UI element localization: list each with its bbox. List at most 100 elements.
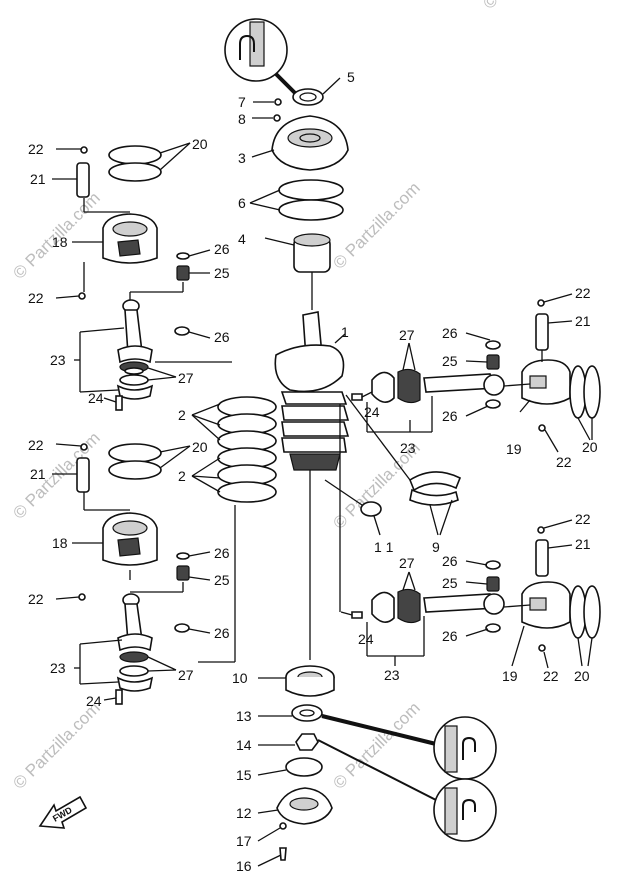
callout-19: 19 (502, 668, 518, 684)
hook-detail-icon (239, 34, 255, 60)
callout-22: 22 (28, 141, 44, 157)
callout-12: 12 (236, 805, 252, 821)
pin-detail-icon (444, 725, 458, 773)
ring-20 (108, 145, 162, 165)
callout-1: 1 (341, 324, 349, 340)
bolt-24 (351, 611, 363, 619)
piston-ring-2 (217, 481, 277, 503)
callout-23: 23 (400, 440, 416, 456)
clip-22 (80, 146, 88, 154)
clip-22 (80, 443, 88, 451)
callout-23: 23 (384, 667, 400, 683)
callout-26: 26 (442, 553, 458, 569)
washer-26 (174, 623, 190, 633)
callout-21: 21 (575, 536, 591, 552)
bearing-27 (119, 374, 149, 386)
callout-18: 18 (52, 535, 68, 551)
bolt-24 (115, 689, 123, 705)
callout-2-upper: 2 (178, 407, 186, 423)
hook-detail-icon (462, 798, 476, 820)
piston-pin-21 (76, 162, 90, 198)
bearing-27 (397, 588, 421, 624)
callout-24: 24 (88, 390, 104, 406)
oil-seal-5 (292, 88, 324, 106)
callout-labels: 5 7 8 3 6 4 1 2 2 1 1 9 10 13 14 15 12 1… (28, 69, 598, 874)
washer-26 (485, 560, 501, 570)
bolt-7 (274, 98, 282, 106)
callout-10: 10 (232, 670, 248, 686)
needle-bearing-25 (486, 354, 500, 370)
ring-20 (108, 443, 162, 463)
callout-25: 25 (214, 572, 230, 588)
callout-19: 19 (506, 441, 522, 457)
nut-14 (295, 733, 319, 751)
forward-arrow-icon: FWD (38, 795, 88, 829)
callout-26: 26 (214, 329, 230, 345)
left-lower-piston-group (52, 443, 211, 705)
callout-21: 21 (575, 313, 591, 329)
seal-13 (291, 704, 323, 722)
callout-15: 15 (236, 767, 252, 783)
clip-22 (538, 644, 546, 652)
washer-26 (485, 399, 501, 409)
callout-14: 14 (236, 737, 252, 753)
callout-6: 6 (238, 195, 246, 211)
bearing-27 (397, 368, 421, 404)
callout-3: 3 (238, 150, 246, 166)
callout-8: 8 (238, 111, 246, 127)
watermark: © Partzilla.com (329, 178, 423, 272)
ring-20 (583, 585, 601, 639)
callout-22: 22 (556, 454, 572, 470)
callout-24: 24 (358, 631, 374, 647)
piston-pin-21 (535, 539, 549, 577)
clip-22 (538, 424, 546, 432)
washer-17 (279, 822, 287, 830)
washer-26 (176, 252, 190, 260)
callout-26: 26 (214, 625, 230, 641)
callout-27: 27 (399, 555, 415, 571)
callout-26: 26 (442, 325, 458, 341)
needle-bearing-25 (486, 576, 500, 592)
callout-20: 20 (574, 668, 590, 684)
ring-20 (108, 162, 162, 182)
ring-20 (583, 365, 601, 419)
callout-26: 26 (214, 241, 230, 257)
conrod-cap-23 (371, 591, 395, 623)
callout-7: 7 (238, 94, 246, 110)
washer-8 (273, 114, 281, 122)
o-ring-6 (278, 179, 344, 201)
gasket-15 (285, 757, 323, 777)
washer-26 (176, 552, 190, 560)
bolt-24 (351, 393, 363, 401)
needle-bearing-25 (176, 565, 190, 581)
pin-detail-icon (444, 787, 458, 835)
callout-21: 21 (30, 466, 46, 482)
callout-13: 13 (236, 708, 252, 724)
callout-22: 22 (543, 668, 559, 684)
callout-27: 27 (399, 327, 415, 343)
callout-16: 16 (236, 858, 252, 874)
leader-bold (274, 72, 298, 96)
callout-26: 26 (442, 408, 458, 424)
piston-18 (102, 213, 158, 264)
callout-22: 22 (28, 437, 44, 453)
hook-detail-icon (462, 736, 476, 760)
callout-11: 1 1 (374, 539, 394, 555)
callout-23: 23 (50, 660, 66, 676)
needle-bearing-25 (176, 265, 190, 281)
watermark: © Partzilla.com (9, 698, 103, 792)
callout-26: 26 (214, 545, 230, 561)
callout-17: 17 (236, 833, 252, 849)
callout-22: 22 (28, 290, 44, 306)
callout-27: 27 (178, 370, 194, 386)
callout-24: 24 (86, 693, 102, 709)
detail-bubble-lower-2 (433, 778, 497, 842)
callout-9: 9 (432, 539, 440, 555)
callout-25: 25 (442, 575, 458, 591)
callout-20: 20 (192, 439, 208, 455)
callout-5: 5 (347, 69, 355, 85)
callout-25: 25 (442, 353, 458, 369)
central-assembly (191, 18, 497, 867)
